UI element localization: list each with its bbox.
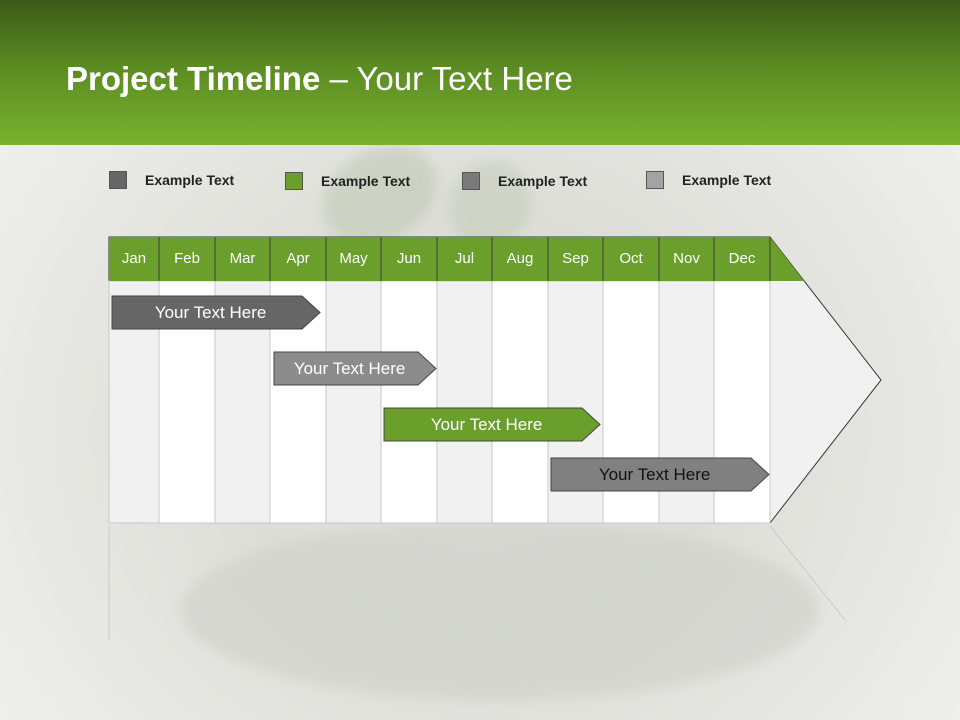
legend-label: Example Text — [145, 172, 235, 188]
background-hands-shape — [180, 520, 820, 700]
month-header-band — [109, 237, 804, 281]
timeline-reflection — [108, 525, 846, 640]
month-label-jun: Jun — [396, 250, 422, 267]
month-column — [380, 280, 438, 524]
legend-item: Example Text — [285, 172, 410, 190]
task-bar — [273, 351, 437, 386]
legend-label: Example Text — [321, 173, 411, 189]
month-column — [325, 280, 382, 524]
legend-item: Example Text — [109, 171, 234, 189]
month-label-jan: Jan — [121, 250, 147, 267]
month-label-may: May — [339, 250, 368, 267]
task-bar — [550, 457, 770, 492]
task-bar-label: Your Text Here — [293, 358, 406, 378]
month-label-jul: Jul — [454, 250, 475, 267]
month-label-dec: Dec — [728, 250, 756, 267]
task-bar-label: Your Text Here — [430, 414, 543, 434]
month-label-sep: Sep — [562, 250, 589, 267]
task-bar — [111, 295, 321, 330]
legend-item: Example Text — [646, 171, 771, 189]
task-bar-label: Your Text Here — [598, 464, 711, 484]
legend-label: Example Text — [498, 173, 588, 189]
month-label-aug: Aug — [506, 250, 534, 267]
month-label-feb: Feb — [174, 250, 200, 267]
title-bold: Project Timeline — [66, 60, 321, 97]
task-bar-label: Your Text Here — [154, 302, 267, 322]
slide-title: Project Timeline – Your Text Here — [66, 60, 573, 98]
legend-label: Example Text — [682, 172, 772, 188]
legend-swatch — [646, 171, 664, 189]
month-label-oct: Oct — [619, 250, 643, 267]
month-label-mar: Mar — [229, 250, 256, 267]
legend-swatch — [109, 171, 127, 189]
legend-swatch — [462, 172, 480, 190]
title-rest: – Your Text Here — [320, 60, 573, 97]
legend-swatch — [285, 172, 303, 190]
month-label-apr: Apr — [286, 250, 310, 267]
month-column — [436, 280, 493, 524]
month-label-nov: Nov — [673, 250, 700, 267]
legend-item: Example Text — [462, 172, 587, 190]
slide-header: Project Timeline – Your Text Here — [0, 0, 960, 145]
month-column — [491, 280, 549, 524]
task-bar — [383, 407, 601, 442]
